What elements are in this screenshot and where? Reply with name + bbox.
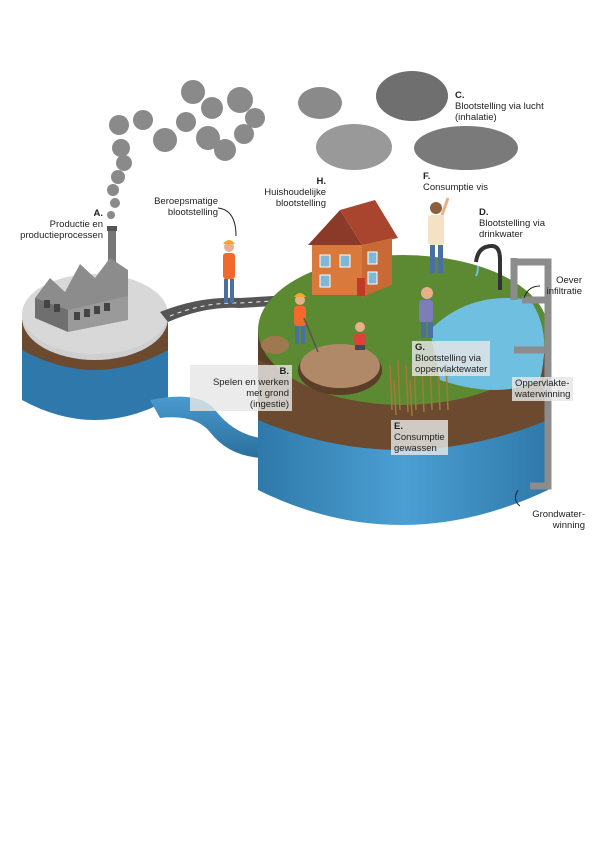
- label-c-line2: (inhalatie): [455, 112, 497, 123]
- label-d-line1: Blootstelling via: [479, 218, 546, 229]
- label-grond: Grondwater- winning: [505, 509, 585, 531]
- label-beroeps-line2: blootstelling: [167, 207, 218, 218]
- person-eating-fish: [428, 197, 450, 273]
- label-e: E. Consumptie gewassen: [391, 420, 448, 455]
- label-b-line1: Spelen en werken: [212, 377, 289, 388]
- label-oever-line1: Oever: [556, 275, 582, 286]
- label-b: B. Spelen en werken met grond (ingestie): [190, 365, 292, 411]
- label-a: A. Productie en productieprocessen: [0, 208, 103, 241]
- label-c: C. Blootstelling via lucht (inhalatie): [455, 90, 544, 123]
- label-opp: Oppervlakte- waterwinning: [512, 377, 574, 401]
- label-g-line2: oppervlaktewater: [415, 364, 488, 375]
- fishing-person: [419, 287, 433, 338]
- label-d-key: D.: [479, 207, 489, 218]
- label-b-line2: met grond: [246, 388, 289, 399]
- label-a-key: A.: [93, 208, 104, 219]
- pipes: [510, 258, 552, 490]
- label-c-line1: Blootstelling via lucht: [455, 101, 544, 112]
- label-g-key: G.: [415, 342, 426, 353]
- label-h: H. Huishoudelijke blootstelling: [236, 176, 326, 209]
- label-d-line2: drinkwater: [479, 229, 523, 240]
- label-g: G. Blootstelling via oppervlaktewater: [412, 341, 491, 376]
- label-oever: Oever infiltratie: [520, 275, 582, 297]
- label-beroeps-line1: Beroepsmatige: [154, 196, 218, 207]
- label-h-key: H.: [316, 176, 327, 187]
- label-b-key: B.: [279, 366, 290, 377]
- factory: [35, 226, 128, 332]
- stream: [150, 396, 262, 458]
- label-grond-line2: winning: [552, 520, 585, 531]
- label-a-line2: productieprocessen: [20, 230, 103, 241]
- label-g-line1: Blootstelling via: [415, 353, 482, 364]
- label-b-line3: (ingestie): [249, 399, 289, 410]
- worker-figure: [223, 240, 235, 303]
- label-d: D. Blootstelling via drinkwater: [479, 207, 545, 240]
- label-grond-line1: Grondwater-: [532, 509, 585, 520]
- label-f: F. Consumptie vis: [423, 171, 488, 193]
- label-e-line1: Consumptie: [394, 432, 445, 443]
- label-opp-line1: Oppervlakte-: [515, 378, 570, 389]
- worker-with-shovel: [294, 293, 319, 353]
- label-oever-line2: infiltratie: [546, 286, 582, 297]
- label-opp-line2: waterwinning: [515, 389, 571, 400]
- label-h-line2: blootstelling: [275, 198, 326, 209]
- house: [308, 200, 398, 297]
- label-h-line1: Huishoudelijke: [264, 187, 326, 198]
- child-figure: [354, 322, 366, 350]
- label-f-key: F.: [423, 171, 431, 182]
- label-c-key: C.: [455, 90, 465, 101]
- label-a-line1: Productie en: [49, 219, 103, 230]
- smoke-clouds: [107, 71, 518, 219]
- label-e-key: E.: [394, 421, 403, 432]
- label-f-line1: Consumptie vis: [423, 182, 488, 193]
- water-tap: [474, 243, 502, 290]
- label-beroeps: Beroepsmatige blootstelling: [120, 196, 218, 218]
- label-e-line2: gewassen: [394, 443, 437, 454]
